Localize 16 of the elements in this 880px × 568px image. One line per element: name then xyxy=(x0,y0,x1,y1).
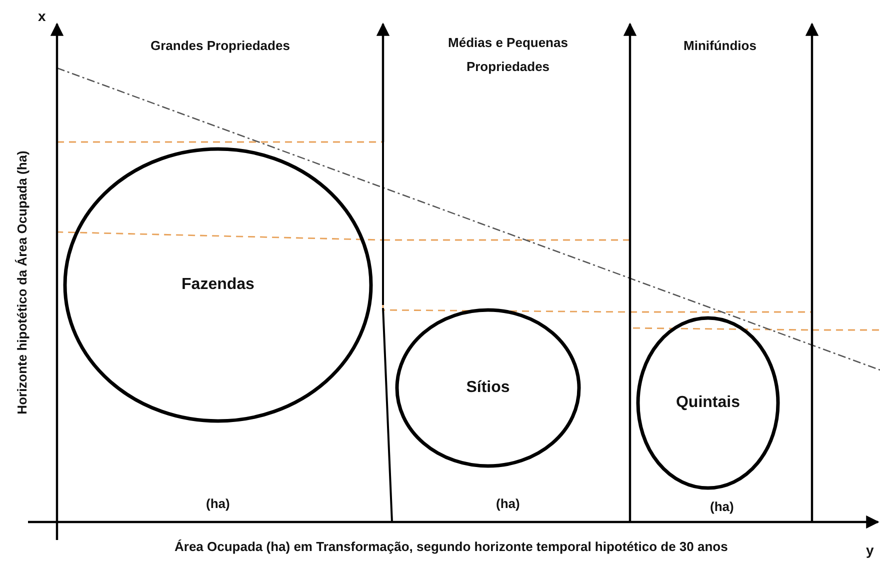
column-heading: Médias e Pequenas Propriedades xyxy=(447,34,569,76)
ellipse-shape xyxy=(395,308,581,468)
axis-label: x xyxy=(38,8,46,24)
axis-title: Horizonte hipotético da Área Ocupada (ha) xyxy=(14,150,30,414)
unit-label: (ha) xyxy=(710,498,734,514)
node-label: Quintais xyxy=(674,394,741,412)
ellipse-shape xyxy=(636,316,780,490)
node-label: Sítios xyxy=(465,379,511,397)
node-label: Fazendas xyxy=(180,276,256,294)
unit-label: (ha) xyxy=(496,496,520,510)
column-heading: Grandes Propriedades xyxy=(150,38,290,52)
axis-label: y xyxy=(866,542,874,558)
ellipse-shape xyxy=(63,147,373,423)
unit-label: (ha) xyxy=(206,496,230,510)
column-heading: Minifúndios xyxy=(684,38,756,52)
axis-title: Área Ocupada (ha) em Transformação, segundo horizonte temporal hipotético de 30 anos xyxy=(174,538,728,554)
